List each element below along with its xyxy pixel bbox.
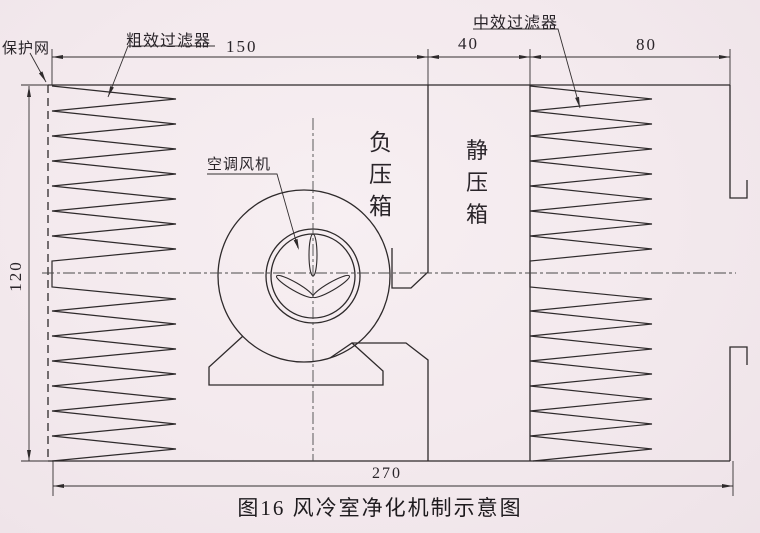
medium-filter-label: 中效过滤器 [473,15,559,32]
arrow-icon [722,484,733,488]
outlet-lower-lip [352,342,429,461]
arrow-icon [108,86,114,97]
partition-upper [391,85,429,289]
right-wall-upper-flange [729,85,748,199]
arrow-icon [27,86,31,97]
dim-80: 80 [636,35,657,54]
dim-40: 40 [458,34,479,53]
leader-arrows [38,71,580,250]
static-pressure-box-char: 压 [466,170,489,195]
dim-150: 150 [226,37,258,56]
coarse-filter-leader [107,45,215,98]
arrow-icon [575,96,580,108]
arrow-icon [293,238,299,250]
arrow-icon [52,55,63,59]
protective-net-label: 保护网 [2,41,51,57]
right-wall-lower-flange [729,346,748,461]
figure-caption: 图16 风冷室净化机制示意图 [237,496,523,520]
static-pressure-box-label: 静 压 箱 [466,135,488,231]
arrow-icon [417,55,428,59]
dimension-arrows [27,55,733,488]
static-pressure-box-char: 静 [466,138,489,163]
negative-pressure-box-char: 负 [369,130,392,155]
arrow-icon [27,450,31,461]
negative-pressure-box-char: 压 [369,162,392,187]
negative-pressure-box-label: 负 压 箱 [369,127,392,223]
negative-pressure-box-char: 箱 [369,194,392,219]
dim-120: 120 [5,260,25,292]
ac-fan-label: 空调风机 [207,157,272,173]
coarse-filter-label: 粗效过滤器 [126,33,212,50]
fan-stand [208,335,384,386]
arrow-icon [719,55,730,59]
leader-lines [29,28,581,249]
arrow-icon [428,55,439,59]
fan-volute-icon [217,189,391,363]
dimension-lines [21,49,734,496]
arrow-icon [519,55,530,59]
arrow-icon [530,55,541,59]
static-pressure-box-char: 箱 [466,202,489,227]
centerlines [42,118,736,461]
coarse-filter-pleats [51,85,177,462]
medium-filter-pleats [529,85,653,462]
arrow-icon [53,484,64,488]
enclosure-walls [48,84,748,462]
ac-fan-leader [207,173,299,249]
arrow-icon [38,71,46,82]
medium-filter-leader [473,28,581,109]
dim-270: 270 [372,465,402,482]
